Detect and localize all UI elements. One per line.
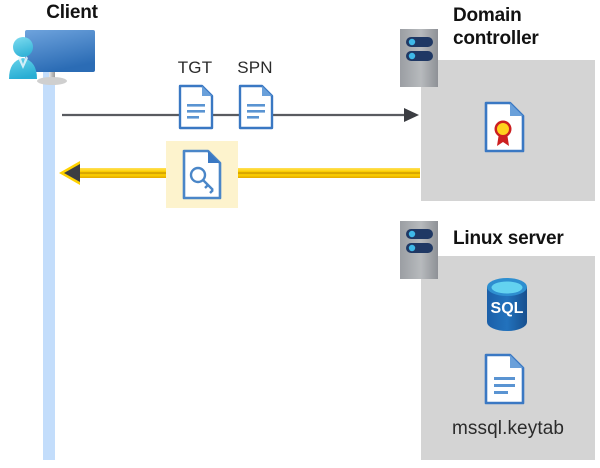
spn-document-icon <box>238 84 274 130</box>
linux-server-rack-icon <box>400 221 438 279</box>
linux-server-title: Linux server <box>453 228 564 249</box>
client-lifeline <box>43 72 55 460</box>
domain-controller-title: Domain controller <box>453 4 599 50</box>
tgt-label: TGT <box>177 58 213 77</box>
keytab-filename-label: mssql.keytab <box>451 418 565 439</box>
domain-controller-server-rack-icon <box>400 29 438 87</box>
key-document-icon <box>182 149 222 200</box>
keytab-document-icon <box>484 353 525 405</box>
response-arrow <box>58 158 420 188</box>
tgt-document-icon <box>178 84 214 130</box>
request-arrow <box>62 106 420 124</box>
domain-controller-title-line1: Domain <box>453 5 522 26</box>
user-workstation-icon <box>6 24 98 90</box>
spn-label: SPN <box>237 58 273 77</box>
domain-controller-title-line2: controller <box>453 28 539 49</box>
client-title: Client <box>46 2 98 23</box>
sql-database-icon: SQL <box>482 278 532 333</box>
certificate-document-icon <box>484 101 525 153</box>
svg-text:SQL: SQL <box>491 300 524 317</box>
